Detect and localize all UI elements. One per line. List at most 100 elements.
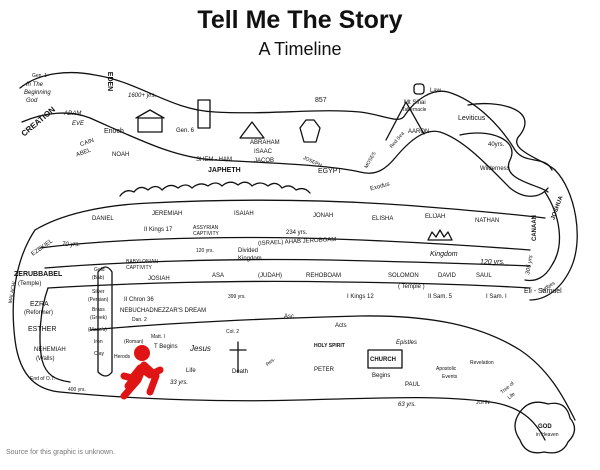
label-acts: Acts: [335, 323, 347, 329]
label-peter: PETER: [314, 367, 335, 373]
label-eve: EVE: [72, 121, 85, 127]
label-isaiah: ISAIAH: [234, 211, 254, 217]
label-nehemiah: NEHEMIAH: [34, 347, 66, 353]
label-end-of-ot: End of O.T.: [30, 376, 56, 382]
label-john: JOHN: [476, 400, 490, 406]
label-wilderness: Wilderness: [480, 166, 510, 172]
label-esther: ESTHER: [28, 326, 57, 333]
label-josiah: JOSIAH: [148, 276, 170, 282]
nt-road-lower: [59, 391, 546, 441]
label-noah: NOAH: [112, 152, 130, 158]
label-saul: SAUL: [476, 273, 492, 279]
label-japheth: JAPHETH: [208, 167, 241, 174]
label-857: 857: [315, 97, 327, 104]
mt-sinai-drawing: [385, 101, 425, 141]
label-234-yrs: 234 yrs.: [286, 230, 308, 236]
label-dan-2: Dan. 2: [132, 317, 147, 323]
label-david: DAVID: [438, 273, 456, 279]
label-apostolic: Apostolic: [436, 366, 457, 372]
label-jonah: JONAH: [313, 213, 334, 219]
tent-drawing: [239, 121, 265, 139]
babel-tower-drawing: [197, 99, 211, 129]
label-t-begins: T Begins: [154, 344, 178, 350]
top-road-upper-edge: [19, 71, 553, 171]
label-matt-1: Matt. I: [151, 334, 165, 340]
label-mt-sinai: Mt Sinai: [404, 100, 426, 106]
label-law: Law: [430, 88, 442, 94]
right-descent-inner: [524, 191, 561, 282]
label-rehoboam: REHOBOAM: [306, 273, 342, 279]
label-eli-samuel: Eli - Samuel: [524, 288, 562, 295]
label-brass: Brass: [92, 307, 105, 313]
label-399-yrs: 399 yrs.: [228, 294, 246, 300]
label-god-top: God: [26, 98, 38, 104]
label-iron: Iron: [94, 339, 103, 345]
label-ii-sam-5: II Sam. 5: [428, 294, 453, 300]
label-i-kings-12: I Kings 12: [347, 294, 374, 300]
label-zerubbabel: ZERUBBABEL: [14, 271, 63, 278]
label-40yrs: 40yrs.: [488, 142, 505, 148]
label-isaac: ISAAC: [254, 149, 273, 155]
heaven-cloud: [514, 401, 576, 454]
label-assyrian: ASSYRIAN: [193, 225, 219, 231]
label-jesus: Jesus: [190, 344, 211, 353]
robe-drawing: [299, 119, 321, 143]
label-1600-yrs: 1600+ yrs.: [128, 93, 157, 99]
label-ii-chron-36: II Chron 36: [124, 297, 154, 303]
label-temple: ( Temple ): [398, 284, 425, 290]
label-in-heaven: in Heaven: [536, 432, 559, 438]
label-kingdom: Kingdom: [430, 251, 458, 258]
left-curve-outer: [12, 229, 61, 393]
label-leviticus: Leviticus: [458, 115, 486, 122]
label-greek: (Greek): [90, 315, 107, 321]
walking-person-icon: [120, 345, 164, 400]
kingdom-band-mid: [44, 258, 531, 269]
prophets-band-top: [34, 199, 546, 231]
label-gen6: Gen. 6: [176, 128, 195, 134]
label-120-yrs-small: 120 yrs.: [196, 248, 214, 254]
church-drawing: [367, 349, 403, 369]
statue-drawing: [97, 266, 113, 377]
page-subtitle: A Timeline: [258, 39, 342, 59]
label-gen1: Gen. 1-: [32, 73, 49, 79]
label-divided: Divided: [238, 248, 259, 254]
label-egypt: EGYPT: [318, 168, 342, 175]
label-400-yrs: 400 yrs.: [68, 387, 86, 393]
label-col-2: Col. 2: [226, 329, 240, 335]
label-eden: EDEN: [106, 71, 114, 92]
jordan-river-upper: [467, 102, 556, 171]
label-death: Death: [232, 369, 249, 375]
jordan-river-lower: [459, 132, 549, 193]
label-walls: (Walls): [36, 356, 55, 362]
label-33-yrs: 33 yrs.: [170, 380, 189, 386]
left-curve-inner: [39, 287, 71, 383]
label-roman: (Roman): [124, 339, 144, 345]
label-bab: (Bab): [92, 275, 105, 281]
label-revelation: Revelation: [470, 360, 494, 366]
nt-road-upper: [89, 315, 576, 421]
label-jeremiah: JEREMIAH: [152, 211, 183, 217]
label-clay: Clay: [94, 351, 105, 357]
law-tablets-drawing: [413, 83, 425, 95]
label-asc: Asc.: [284, 314, 296, 320]
label-events: Events: [442, 374, 458, 380]
label-elijah: ELIJAH: [425, 214, 446, 220]
label-temple-zerubbabel: (Temple): [18, 281, 42, 287]
label-enoch: Enoch: [104, 128, 124, 135]
source-note: Source for this graphic is unknown.: [6, 449, 115, 456]
label-elisha: ELISHA: [372, 216, 394, 222]
label-life: Life: [186, 368, 196, 374]
label-judah: (JUDAH): [258, 273, 282, 279]
label-beginning: Beginning: [24, 90, 51, 96]
label-jacob: JACOB: [254, 158, 275, 164]
label-assyrian-captivity: CAPTIVITY: [193, 231, 219, 237]
label-120-yrs: 120 yrs.: [480, 259, 505, 266]
label-kingdom-divided: Kingdom: [238, 256, 262, 262]
label-babylonian-captivity: CAPTIVITY: [126, 265, 152, 271]
label-maccs: (Macc's): [88, 327, 107, 333]
page-title: Tell Me The Story: [197, 6, 403, 34]
label-church: CHURCH: [370, 357, 396, 363]
right-descent-outer: [529, 169, 578, 301]
label-babylonian: BABYLONIAN: [126, 259, 158, 265]
